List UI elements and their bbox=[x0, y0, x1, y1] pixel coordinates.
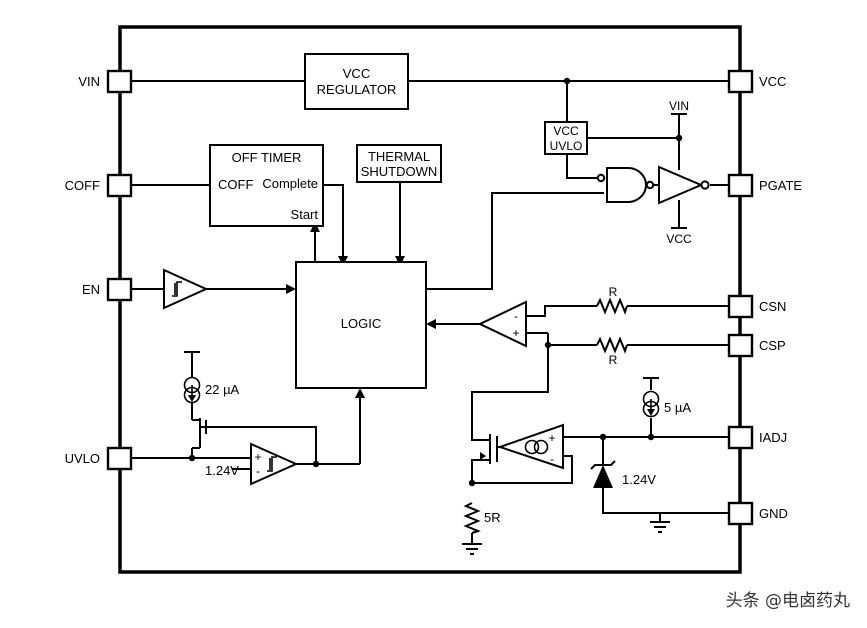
svg-text:COFF: COFF bbox=[218, 177, 253, 192]
pin-vin: VIN bbox=[78, 69, 133, 94]
ic-outline bbox=[118, 25, 742, 574]
svg-text:-: - bbox=[256, 464, 260, 478]
pin-en: EN bbox=[82, 277, 133, 302]
svg-text:GND: GND bbox=[759, 506, 788, 521]
en-comparator bbox=[163, 268, 209, 310]
svg-text:CSP: CSP bbox=[759, 338, 786, 353]
nand-gate bbox=[596, 167, 655, 203]
pin-iadj: IADJ bbox=[727, 425, 787, 450]
svg-text:-: - bbox=[514, 309, 518, 323]
svg-text:R: R bbox=[609, 285, 618, 299]
svg-text:R: R bbox=[609, 353, 618, 367]
svg-text:PGATE: PGATE bbox=[759, 178, 802, 193]
svg-text:1.24V: 1.24V bbox=[205, 463, 239, 478]
resistor-csp: R bbox=[596, 336, 628, 367]
watermark: 头条 @电卤药丸 bbox=[726, 591, 850, 611]
svg-text:SHUTDOWN: SHUTDOWN bbox=[361, 164, 438, 179]
gate-driver-buffer: VIN VCC bbox=[658, 99, 710, 246]
svg-text:5R: 5R bbox=[484, 510, 501, 525]
current-sense-amplifier: - + bbox=[477, 300, 527, 348]
svg-text:VIN: VIN bbox=[669, 99, 689, 113]
svg-text:VCC: VCC bbox=[343, 66, 370, 81]
logic-block: LOGIC bbox=[295, 261, 427, 389]
pin-vcc: VCC bbox=[727, 69, 786, 94]
svg-text:COFF: COFF bbox=[65, 178, 100, 193]
svg-text:THERMAL: THERMAL bbox=[368, 149, 430, 164]
ground-symbol-sense bbox=[462, 543, 482, 555]
vcc-uvlo-block: VCC UVLO bbox=[544, 121, 588, 155]
junctions bbox=[188, 77, 683, 487]
svg-text:IADJ: IADJ bbox=[759, 430, 787, 445]
svg-text:CSN: CSN bbox=[759, 299, 786, 314]
ground-symbol-gnd bbox=[650, 521, 670, 533]
svg-text:VCC: VCC bbox=[759, 74, 786, 89]
svg-text:5 µA: 5 µA bbox=[664, 400, 691, 415]
svg-text:UVLO: UVLO bbox=[65, 451, 100, 466]
off-timer-block: OFF TIMER COFF Complete Start bbox=[209, 144, 324, 227]
svg-text:-: - bbox=[550, 452, 554, 466]
iadj-amplifier: + - bbox=[496, 423, 564, 470]
current-source-5ua: 5 µA bbox=[642, 377, 691, 418]
svg-text:OFF TIMER: OFF TIMER bbox=[232, 150, 302, 165]
pin-coff: COFF bbox=[65, 173, 133, 198]
svg-text:EN: EN bbox=[82, 282, 100, 297]
pin-csn: CSN bbox=[727, 294, 786, 319]
svg-text:UVLO: UVLO bbox=[550, 139, 583, 153]
current-source-22ua: 22 µA bbox=[183, 351, 240, 404]
zener-reference: 1.24V bbox=[590, 460, 656, 488]
thermal-shutdown-block: THERMAL SHUTDOWN bbox=[356, 144, 442, 183]
svg-text:+: + bbox=[512, 326, 519, 340]
svg-text:Start: Start bbox=[291, 207, 319, 222]
svg-text:+: + bbox=[254, 450, 261, 464]
svg-text:VIN: VIN bbox=[78, 74, 100, 89]
svg-text:22 µA: 22 µA bbox=[205, 382, 240, 397]
pin-uvlo: UVLO bbox=[65, 446, 133, 471]
vcc-regulator-block: VCC REGULATOR bbox=[304, 53, 409, 110]
svg-text:REGULATOR: REGULATOR bbox=[317, 82, 397, 97]
svg-text:1.24V: 1.24V bbox=[622, 472, 656, 487]
svg-text:VCC: VCC bbox=[553, 124, 579, 138]
svg-text:Complete: Complete bbox=[262, 176, 318, 191]
svg-text:VCC: VCC bbox=[666, 232, 692, 246]
uvlo-mosfet bbox=[192, 418, 210, 449]
svg-text:LOGIC: LOGIC bbox=[341, 316, 381, 331]
pin-gnd: GND bbox=[727, 501, 788, 526]
pin-pgate: PGATE bbox=[727, 173, 802, 198]
resistor-csn: R bbox=[596, 285, 628, 315]
wires bbox=[132, 80, 728, 544]
pin-csp: CSP bbox=[727, 333, 786, 358]
uvlo-comparator: + - 1.24V bbox=[205, 442, 299, 486]
sense-mosfet bbox=[480, 434, 498, 464]
svg-text:+: + bbox=[548, 431, 555, 445]
resistor-sense: 5R bbox=[463, 502, 501, 534]
